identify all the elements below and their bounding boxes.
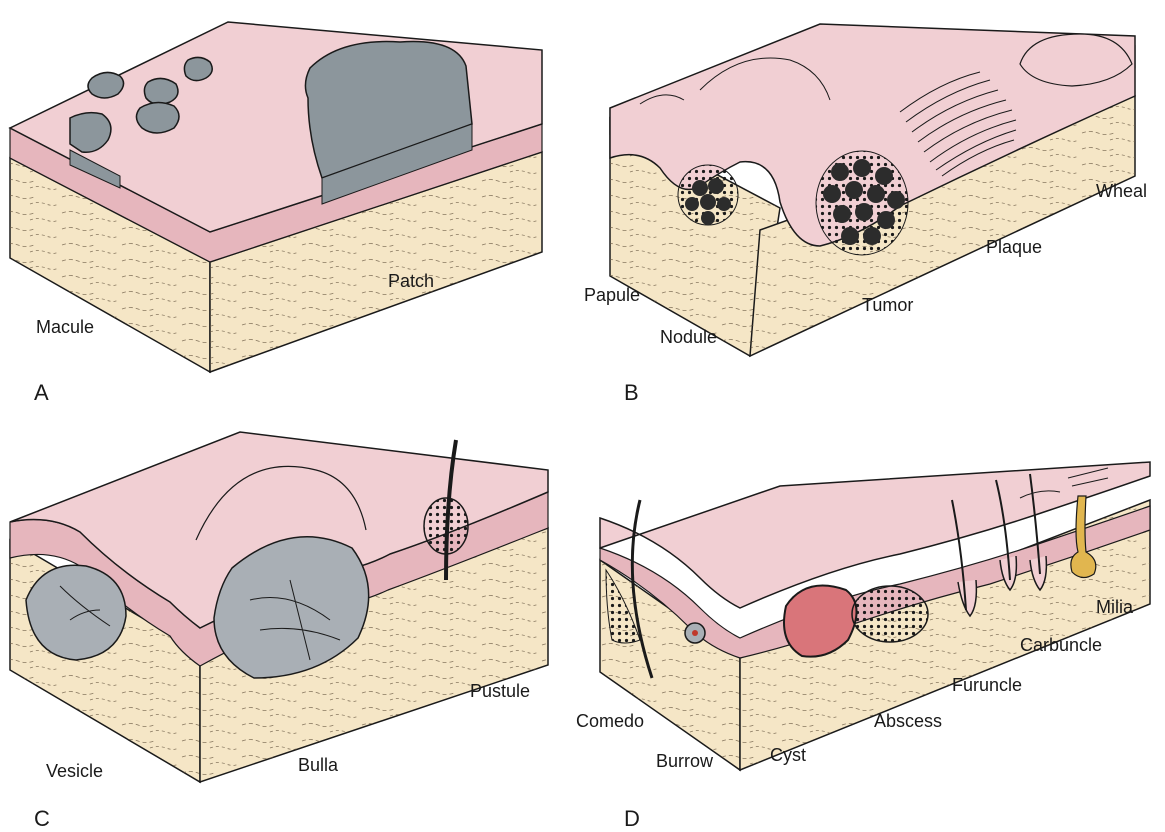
label-papule: Papule [584,286,640,304]
panel-letter-c: C [34,808,50,830]
label-milia: Milia [1096,598,1133,616]
label-abscess: Abscess [874,712,942,730]
label-cyst: Cyst [770,746,806,764]
label-plaque: Plaque [986,238,1042,256]
label-nodule: Nodule [660,328,717,346]
label-tumor: Tumor [862,296,913,314]
panel-letter-b: B [624,382,639,404]
label-burrow: Burrow [656,752,713,770]
label-carbuncle: Carbuncle [1020,636,1102,654]
label-comedo: Comedo [576,712,644,730]
label-vesicle: Vesicle [46,762,103,780]
label-patch: Patch [388,272,434,290]
panel-c-block [10,432,548,782]
label-bulla: Bulla [298,756,338,774]
tumor-cluster [816,151,908,255]
label-pustule: Pustule [470,682,530,700]
label-furuncle: Furuncle [952,676,1022,694]
panel-letter-a: A [34,382,49,404]
label-wheal: Wheal [1096,182,1147,200]
label-macule: Macule [36,318,94,336]
abscess-lesion [852,586,928,642]
panel-letter-d: D [624,808,640,830]
nodule-cluster [678,165,738,225]
